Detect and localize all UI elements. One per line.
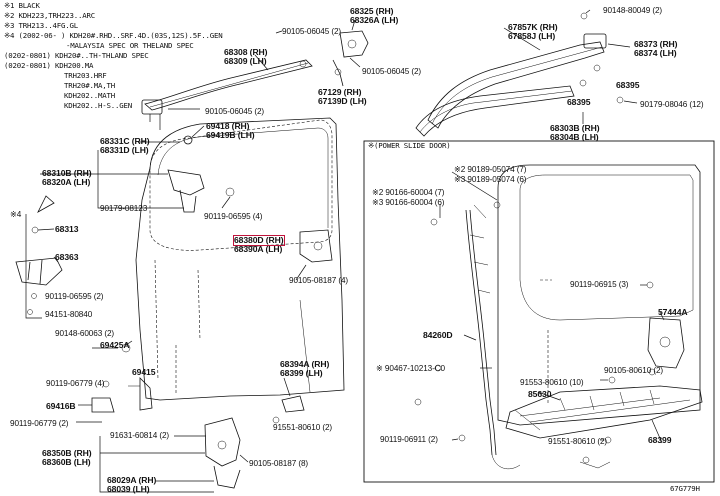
part-label-68360: 68360B (LH) xyxy=(42,457,91,467)
note-line: ※1 BLACK xyxy=(4,1,40,10)
part-label-85630: 85630 xyxy=(528,389,552,399)
part-label-68039: 68039 (LH) xyxy=(107,484,150,494)
note-line: TRH203.HRF xyxy=(64,71,107,80)
note-line: ※3 TRH213..4FG.GL xyxy=(4,21,78,30)
note-line: (0202-0801) KDH200.MA xyxy=(4,61,94,70)
part-label-90148_60063: 90148-60063 (2) xyxy=(55,329,115,338)
part-label-90105_06045_2b: 90105-06045 (2) xyxy=(362,67,422,76)
part-label-69415: 69415 xyxy=(132,367,156,377)
part-label-90467: ※ 90467-10213-C0 xyxy=(376,364,445,373)
power-slide-inset xyxy=(363,140,715,483)
part-label-68309: 68309 (LH) xyxy=(224,56,267,66)
part-label-90105_08187_8: 90105-08187 (8) xyxy=(249,459,309,468)
part-label-4: ※4 xyxy=(10,210,22,219)
part-label-90166_60004_6: ※3 90166-60004 (6) xyxy=(372,198,445,207)
part-label-90148_80049: 90148-80049 (2) xyxy=(603,6,663,15)
inset-title: ※(POWER SLIDE DOOR) xyxy=(368,141,451,150)
note-line: ※4 (2002-06- ) KDH20#.RHD..SRF.4D.(03S,1… xyxy=(4,31,223,40)
part-label-68310: 68310B (RH) xyxy=(42,168,92,178)
part-label-68395a: 68395 xyxy=(616,80,640,90)
part-label-68363: 68363 xyxy=(55,252,79,262)
diagram-id: 67G779H xyxy=(670,484,700,493)
part-label-68331c: 68331C (RH) xyxy=(100,136,150,146)
part-label-68325: 68325 (RH) xyxy=(350,6,394,16)
note-line: KDH202..H-S..GEN xyxy=(64,101,132,110)
part-label-90189_05074_7: ※2 90189-05074 (7) xyxy=(454,165,527,174)
part-label-90105_06045_2c: 90105-06045 (2) xyxy=(205,107,265,116)
part-label-69425: 69425A xyxy=(100,340,130,350)
part-label-68394: 68394A (RH) xyxy=(280,359,330,369)
clip-68325 xyxy=(332,19,369,87)
part-label-67857: 67857K (RH) xyxy=(508,22,558,32)
part-label-68395b: 68395 xyxy=(567,97,591,107)
note-line: (0202-0801) KDH20#..TH-THLAND SPEC xyxy=(4,51,149,60)
note-line: -MALAYSIA SPEC OR THELAND SPEC xyxy=(66,41,194,50)
part-label-67129: 67129 (RH) xyxy=(318,87,362,97)
part-label-90179_08046: 90179-08046 (12) xyxy=(640,100,704,109)
left-parts xyxy=(15,125,235,319)
rear-rail-68303 xyxy=(415,9,638,137)
part-label-68374: 68374 (LH) xyxy=(634,48,677,58)
part-label-57444: 57444A xyxy=(658,307,688,317)
part-label-68308: 68308 (RH) xyxy=(224,47,268,57)
part-label-91631: 91631-60814 (2) xyxy=(110,431,170,440)
part-label-68380: 68380D (RH) xyxy=(233,235,285,246)
note-line: ※2 KDH223,TRH223..ARC xyxy=(4,11,95,20)
part-label-91551_80610_2b: 91551-80610 (2) xyxy=(548,437,608,446)
part-label-69416: 69416B xyxy=(46,401,76,411)
part-label-90119_06779_4: 90119-06779 (4) xyxy=(46,379,105,388)
note-line: KDH202..MATH xyxy=(64,91,115,100)
part-label-68303: 68303B (RH) xyxy=(550,123,600,133)
part-label-90166_60004_7: ※2 90166-60004 (7) xyxy=(372,188,445,197)
part-label-68331d: 68331D (LH) xyxy=(100,145,149,155)
part-label-84260: 84260D xyxy=(423,330,453,340)
part-label-90119_06915: 90119-06915 (3) xyxy=(570,280,629,289)
part-label-90105_06045_2a: 90105-06045 (2) xyxy=(282,27,342,36)
part-label-90179_08123: 90179-08123 xyxy=(100,204,148,213)
slide-door-panel xyxy=(76,117,345,493)
part-label-68029: 68029A (RH) xyxy=(107,475,157,485)
note-line: TRH20#.MA,TH xyxy=(64,81,115,90)
part-label-68304: 68304B (LH) xyxy=(550,132,599,142)
part-label-67858: 67858J (LH) xyxy=(508,31,556,41)
part-label-69418: 69418 (RH) xyxy=(206,121,250,131)
part-label-90119_06911: 90119-06911 (2) xyxy=(380,435,438,444)
part-label-90105_80610: 90105-80610 (2) xyxy=(604,366,664,375)
part-label-91551_80610_2a: 91551-80610 (2) xyxy=(273,423,333,432)
part-label-90119_06595_4: 90119-06595 (4) xyxy=(204,212,263,221)
part-label-68373: 68373 (RH) xyxy=(634,39,678,49)
part-label-68326: 68326A (LH) xyxy=(350,15,399,25)
part-label-69419: 69419B (LH) xyxy=(206,130,255,140)
part-label-90189_05074_6: ※3 90189-05074 (6) xyxy=(454,175,527,184)
part-label-68350: 68350B (RH) xyxy=(42,448,92,458)
part-label-91553: 91553-80610 (10) xyxy=(520,378,584,387)
part-label-90119_06595_2: 90119-06595 (2) xyxy=(45,292,104,301)
part-label-94151_80840: 94151-80840 xyxy=(45,310,93,319)
part-label-68320: 68320A (LH) xyxy=(42,177,91,187)
part-label-90105_08187_4: 90105-08187 (4) xyxy=(289,276,349,285)
part-label-68399: 68399 xyxy=(648,435,672,445)
part-label-68399lh: 68399 (LH) xyxy=(280,368,323,378)
part-label-68313: 68313 xyxy=(55,224,79,234)
part-label-68390: 68390A (LH) xyxy=(234,244,283,254)
part-label-90119_06779_2: 90119-06779 (2) xyxy=(10,419,69,428)
part-label-67139: 67139D (LH) xyxy=(318,96,367,106)
upper-rail-68308 xyxy=(141,30,313,130)
